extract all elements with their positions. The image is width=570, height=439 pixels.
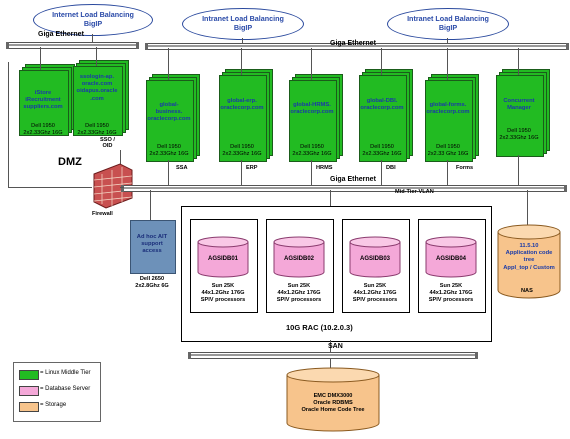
db-node-2-spec: Sun 25K 44x1.2Ghz 176G SPIV processors bbox=[276, 283, 322, 303]
giga-ethernet-label-mid: Giga Ethernet bbox=[330, 176, 376, 183]
san-storage-text: EMC DMX3000 Oracle RDBMS Oracle Home Cod… bbox=[301, 393, 365, 413]
firewall-label: Firewall bbox=[92, 211, 113, 217]
server-erp-spec: Dell 1950 2x2.33Ghz 16G bbox=[222, 144, 262, 157]
nas-storage-text: 11.5.10 Application code tree Appl_top /… bbox=[503, 243, 555, 271]
server-forms-label: global-forms. oraclecorp.com bbox=[426, 102, 470, 116]
san-label: SAN bbox=[328, 343, 343, 350]
nas-label: NAS bbox=[521, 288, 533, 294]
server-concurrent-manager-spec: Dell 1950 2x2.33Ghz 16G bbox=[499, 128, 539, 141]
server-erp-tag: ERP bbox=[246, 165, 258, 171]
legend-label-database: = Database Server bbox=[40, 386, 91, 392]
db-node-3-name: AGSIDB03 bbox=[359, 256, 390, 262]
legend-swatch-storage bbox=[19, 402, 39, 412]
adhoc-server bbox=[130, 220, 176, 274]
load-balancer-intranet-1: Intranet Load Balancing BigIP bbox=[182, 8, 304, 40]
giga-ethernet-bus-right bbox=[145, 43, 569, 50]
server-sso-oid-label: ssologin-ap. oracle.com oidapus.oracle .… bbox=[76, 74, 118, 102]
giga-ethernet-label-left: Giga Ethernet bbox=[38, 31, 84, 38]
giga-ethernet-bus-left bbox=[6, 42, 139, 49]
db-node-4-name: AGSIDB04 bbox=[435, 256, 466, 262]
server-hrms-spec: Dell 1950 2x2.33Ghz 16G bbox=[292, 144, 332, 157]
server-istore-spec: Dell 1950 2x2.33Ghz 16G bbox=[23, 123, 63, 136]
server-sso-oid bbox=[73, 66, 123, 136]
dmz-label: DMZ bbox=[58, 156, 82, 168]
san-bus bbox=[188, 352, 478, 359]
server-erp-label: global-erp. oraclecorp.com bbox=[220, 98, 264, 112]
server-dbi bbox=[359, 75, 407, 162]
server-dbi-spec: Dell 1950 2x2.33Ghz 16G bbox=[362, 144, 402, 157]
giga-ethernet-bus-mid bbox=[121, 185, 567, 192]
server-forms bbox=[425, 80, 473, 162]
server-sso-oid-spec: Dell 1950 2x2.33Ghz 16G bbox=[77, 123, 117, 136]
server-istore bbox=[19, 70, 69, 136]
db-cylinder-4 bbox=[425, 236, 477, 278]
load-balancer-internet: Internet Load Balancing BigIP bbox=[33, 4, 153, 36]
server-concurrent-manager bbox=[496, 75, 544, 157]
server-sso-oid-tag: SSO / OID bbox=[100, 137, 115, 149]
db-node-4-spec: Sun 25K 44x1.2Ghz 176G SPIV processors bbox=[428, 283, 474, 303]
db-node-3-spec: Sun 25K 44x1.2Ghz 176G SPIV processors bbox=[352, 283, 398, 303]
server-dbi-label: global-DBI. oraclecorp.com bbox=[360, 98, 404, 112]
db-node-1-name: AGSIDB01 bbox=[207, 256, 238, 262]
server-ssa-label: global- business. oraclecorp.com bbox=[147, 102, 191, 123]
server-ssa bbox=[146, 80, 194, 162]
giga-ethernet-label-right: Giga Ethernet bbox=[330, 40, 376, 47]
server-concurrent-manager-label: Concurrent Manager bbox=[503, 98, 535, 112]
db-node-1-spec: Sun 25K 44x1.2Ghz 176G SPIV processors bbox=[200, 283, 246, 303]
server-forms-spec: Dell 1950 2x2.33 Ghz 16G bbox=[427, 144, 469, 157]
legend-swatch-database bbox=[19, 386, 39, 396]
db-node-2-name: AGSIDB02 bbox=[283, 256, 314, 262]
legend-label-storage: = Storage bbox=[40, 402, 67, 408]
db-cylinder-1 bbox=[197, 236, 249, 278]
san-storage-cylinder bbox=[286, 367, 380, 432]
server-forms-tag: Forms bbox=[456, 165, 474, 171]
server-hrms-tag: HRMS bbox=[316, 165, 333, 171]
db-cylinder-3 bbox=[349, 236, 401, 278]
db-cylinder-2 bbox=[273, 236, 325, 278]
nas-storage-cylinder bbox=[497, 224, 561, 299]
mid-tier-vlan-label: Mid-Tier-VLAN bbox=[395, 189, 434, 195]
server-hrms-label: global-HRMS. oraclecorp.com bbox=[290, 102, 334, 116]
server-istore-label: iStore iRecruitment suppliers.com bbox=[23, 90, 63, 111]
legend-label-linux: = Linux Middle Tier bbox=[40, 370, 91, 376]
server-ssa-tag: SSA bbox=[176, 165, 188, 171]
firewall-icon bbox=[93, 163, 133, 209]
adhoc-server-spec: Dell 2650 2x2.8Ghz 6G bbox=[135, 276, 169, 289]
server-erp bbox=[219, 75, 267, 162]
legend-swatch-linux bbox=[19, 370, 39, 380]
rac-label: 10G RAC (10.2.0.3) bbox=[286, 323, 353, 332]
server-hrms bbox=[289, 80, 337, 162]
load-balancer-intranet-2: Intranet Load Balancing BigIP bbox=[387, 8, 509, 40]
server-dbi-tag: DBI bbox=[386, 165, 396, 171]
server-ssa-spec: Dell 1950 2x2.33Ghz 16G bbox=[149, 144, 189, 157]
adhoc-server-label: Ad hoc AIT support access bbox=[136, 234, 168, 255]
